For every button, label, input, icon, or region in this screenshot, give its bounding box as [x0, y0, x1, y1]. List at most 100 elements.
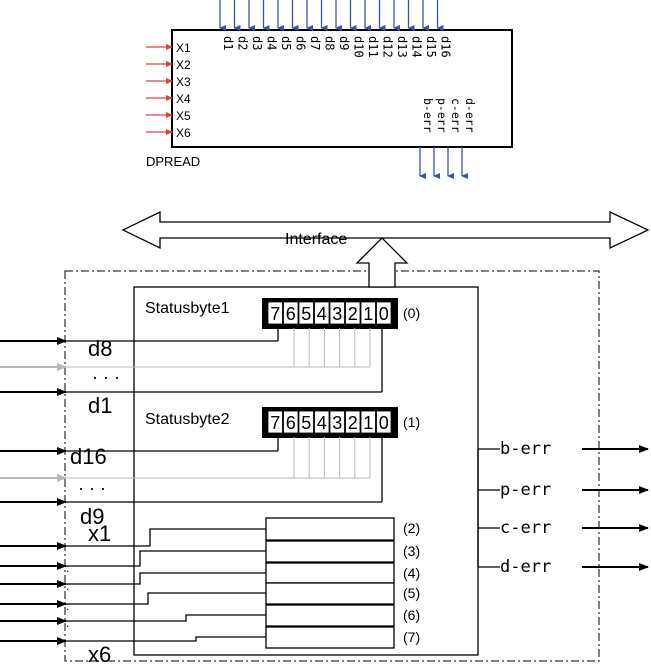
- bit-label: 2: [348, 413, 358, 433]
- data-output-label: d1: [221, 36, 235, 50]
- bit-label: 5: [301, 304, 311, 324]
- statusbyte1-index: (0): [403, 305, 420, 321]
- dots-label-2: · · ·: [78, 478, 106, 498]
- x-input-line: [66, 550, 266, 567]
- d16-label: d16: [70, 444, 107, 469]
- register-cell: [265, 582, 395, 605]
- data-output-label: d2: [236, 36, 250, 50]
- register-cell: [265, 626, 395, 649]
- x-input-dot: :: [66, 599, 69, 613]
- bit-cell: [283, 301, 299, 325]
- block-input-label: X5: [176, 109, 191, 123]
- bit-label: 2: [348, 304, 358, 324]
- bit-cell: [329, 410, 345, 434]
- interface-double-arrow: [121, 210, 650, 250]
- d1-label: d1: [88, 393, 112, 418]
- data-output-label: d13: [395, 36, 409, 58]
- data-output-label: d4: [265, 36, 279, 50]
- data-output-label: d6: [294, 36, 308, 50]
- bit-label: 5: [301, 413, 311, 433]
- data-output-label: d8: [323, 36, 337, 50]
- register-index: (6): [403, 607, 420, 623]
- dots-label-1: · · ·: [92, 367, 120, 387]
- bit-label: 3: [332, 413, 342, 433]
- bit-label: 0: [379, 304, 389, 324]
- statusbyte2-label: Statusbyte2: [145, 411, 230, 428]
- data-output-label: d7: [308, 36, 322, 50]
- x-input-line: [66, 614, 266, 622]
- bit-cell: [345, 410, 361, 434]
- bit-label: 7: [270, 413, 280, 433]
- x-input-line: [66, 592, 266, 605]
- data-output-label: d15: [424, 36, 438, 58]
- x-input-dot: :: [66, 561, 69, 575]
- data-output-label: d16: [439, 36, 453, 58]
- block-input-label: X4: [176, 92, 191, 106]
- data-output-label: d12: [381, 36, 395, 58]
- bit-cell: [376, 410, 392, 434]
- x-input-lines: ::::: [0, 528, 266, 645]
- bit-cell: [360, 410, 376, 434]
- block-input-label: X6: [176, 126, 191, 140]
- data-output-label: d14: [410, 36, 424, 58]
- d9-label: d9: [80, 504, 104, 529]
- output-label: p-err: [500, 480, 551, 500]
- bit-cell: [267, 410, 283, 434]
- statusbyte-input-lines: [0, 328, 383, 506]
- error-output-label: b-err: [421, 98, 435, 133]
- x-input-dot: :: [66, 579, 69, 593]
- register-cell: [265, 517, 395, 541]
- x-input-line: [66, 636, 266, 642]
- bit-label: 1: [363, 304, 373, 324]
- x-input-line: [66, 528, 266, 547]
- bit-label: 7: [270, 304, 280, 324]
- bit-cell: [298, 301, 314, 325]
- data-output-label: d11: [366, 36, 380, 58]
- error-output-label: d-err: [463, 98, 477, 133]
- register-cell: [265, 540, 395, 563]
- block-name: DPREAD: [146, 154, 200, 169]
- bit-cell: [314, 410, 330, 434]
- block-input-label: X2: [176, 58, 191, 72]
- error-output-label: p-err: [435, 98, 449, 133]
- block-input-label: X1: [176, 41, 191, 55]
- d8-label: d8: [88, 336, 112, 361]
- x1-label: x1: [88, 521, 111, 546]
- block-body: [171, 29, 513, 148]
- register-stack: [265, 517, 395, 649]
- register-index: (7): [403, 629, 420, 645]
- bit-cell: [345, 301, 361, 325]
- register-index: (3): [403, 543, 420, 559]
- x-input-line: [66, 572, 266, 585]
- error-output-label: c-err: [449, 98, 463, 133]
- register-cell: [265, 604, 395, 627]
- bit-cell: [329, 301, 345, 325]
- bit-cell: [314, 301, 330, 325]
- bit-label: 6: [286, 413, 296, 433]
- register-cell: [265, 562, 395, 584]
- output-label: b-err: [500, 439, 551, 459]
- block-input-label: X3: [176, 75, 191, 89]
- register-index: (2): [403, 520, 420, 536]
- interface-bus: Interface: [121, 210, 650, 250]
- interface-label: Interface: [285, 231, 347, 248]
- system-boundary: [64, 270, 600, 662]
- bit-cell: [376, 301, 392, 325]
- bit-label: 3: [332, 304, 342, 324]
- data-output-label: d3: [250, 36, 264, 50]
- bit-cell: [267, 301, 283, 325]
- data-output-label: d9: [337, 36, 351, 50]
- register-index: (5): [403, 585, 420, 601]
- statusbyte2-index: (1): [403, 414, 420, 430]
- output-label: c-err: [500, 518, 551, 538]
- register-index: (4): [403, 565, 420, 581]
- error-output-arrows: [419, 147, 468, 179]
- data-output-label: d5: [279, 36, 293, 50]
